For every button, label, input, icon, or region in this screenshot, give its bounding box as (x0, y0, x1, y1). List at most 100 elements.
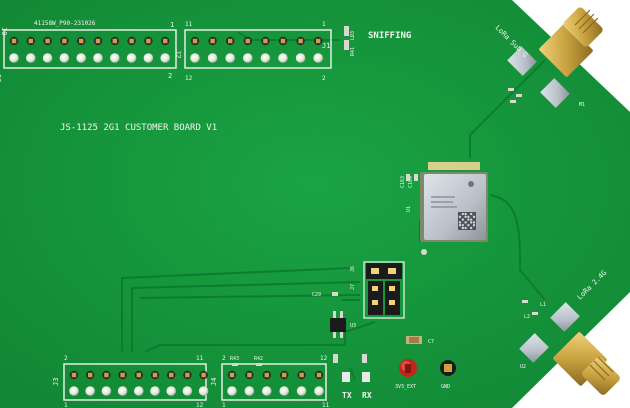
header-pin (160, 53, 170, 63)
j7-ref: J7 (350, 284, 356, 290)
tx-rx-leds (333, 354, 370, 382)
module-qr-dot (470, 218, 473, 221)
header-pin-gold (88, 372, 93, 378)
header-pin (59, 53, 70, 63)
c163-ref: C163 (400, 176, 406, 188)
module-qr-dot (464, 213, 467, 215)
header-pin-gold (169, 372, 174, 378)
j3-pin-bottom-left: 1 (64, 402, 68, 408)
c164-ref: C164 (408, 176, 414, 188)
header-pin-gold (185, 372, 190, 378)
j2-pin-bottom-left: 20 (0, 74, 2, 82)
header-pin (101, 386, 112, 396)
r41-ref: R41 (350, 47, 356, 56)
module-qr-dot (470, 221, 473, 224)
header-pin-gold (28, 38, 33, 44)
header-j1: J1 11 1 12 2 (184, 21, 332, 82)
j1-pin-top-right: 1 (322, 21, 326, 28)
module-qr-dot (464, 227, 467, 229)
header-pin-gold (264, 372, 269, 378)
header-pin-gold (120, 372, 125, 378)
header-pin-gold (316, 38, 321, 44)
j4-pin-bottom-left: 1 (222, 402, 226, 408)
module-qr-dot (459, 224, 461, 227)
module-qr-dot (459, 221, 461, 224)
j1-pin-bottom-right: 2 (322, 75, 326, 82)
j3-pin-top-right: 11 (196, 355, 204, 362)
header-pin (313, 53, 324, 63)
rf-components-24g (522, 300, 538, 315)
header-pin-gold (11, 38, 17, 44)
module-qr-dot (464, 215, 467, 218)
sniffing-label: SNIFFING (368, 31, 411, 41)
header-pin-gold (316, 372, 322, 378)
l1-ref: L1 (540, 302, 546, 308)
rx-label: RX (362, 391, 372, 400)
module-qr-dot (473, 221, 475, 224)
testpoint-3v3 (399, 359, 417, 377)
header-pin-gold (192, 38, 198, 44)
header-pin (198, 386, 209, 396)
header-pin-gold (129, 38, 134, 44)
header-pin (26, 53, 36, 63)
header-pin (243, 53, 253, 63)
module-qr-dot (467, 224, 470, 227)
j2-ref: J2 (174, 50, 182, 58)
header-pin-gold (79, 38, 84, 44)
sma-connector-subg (507, 7, 603, 108)
module-capacitors (406, 174, 427, 255)
r42-ref: R42 (254, 356, 263, 362)
j1-pin-bottom-left: 12 (185, 75, 193, 82)
j3-pin-top-left: 2 (64, 355, 68, 362)
header-pin-gold (95, 38, 101, 44)
header-pin (279, 386, 290, 396)
header-pin (295, 53, 306, 63)
header-pin (85, 386, 95, 396)
module-qr-dot (461, 224, 464, 227)
header-pin-gold (299, 372, 304, 378)
header-pin-gold (280, 38, 286, 44)
header-pin (260, 53, 271, 63)
regulator-u3 (330, 311, 346, 338)
traces (121, 31, 546, 381)
v3v3-label: 3V3_EXT (395, 384, 416, 390)
part-code: 41158W_P90-231026 (34, 20, 96, 27)
header-pin-gold (210, 38, 215, 44)
header-pin (182, 386, 193, 396)
c29-ref: C29 (312, 292, 321, 298)
header-pin (314, 386, 324, 396)
header-pin (9, 53, 19, 63)
header-pin (143, 53, 154, 63)
j2-pin-top-right: 1 (170, 21, 174, 29)
header-pin (126, 53, 137, 63)
header-pin-gold (201, 372, 206, 378)
header-pin-gold (228, 38, 233, 44)
header-pin (134, 386, 144, 396)
led-ld3: LD3 R41 (344, 26, 356, 56)
m1-ref: M1 (579, 102, 585, 108)
pullup-resistors (232, 363, 262, 366)
header-pin (296, 386, 307, 396)
jumper-block (363, 261, 405, 319)
module-qr-dot (464, 221, 467, 224)
header-pin-gold (146, 38, 151, 44)
header-pin-gold (298, 38, 303, 44)
j4-pin-top-right: 12 (320, 355, 328, 362)
u1-ref: U1 (406, 206, 412, 212)
sma-connector-24g (519, 302, 620, 395)
j4-ref: J4 (210, 378, 218, 386)
testpoint-gnd (440, 360, 456, 376)
r43-ref: R43 (230, 356, 239, 362)
header-pin (190, 53, 200, 63)
module-qr-dot (467, 218, 470, 221)
header-pin (117, 386, 128, 396)
header-pin (244, 386, 255, 396)
j4-pin-bottom-right: 11 (322, 402, 330, 408)
j1-pin-top-left: 11 (185, 21, 193, 28)
module-qr-dot (473, 215, 475, 218)
header-pin (227, 386, 237, 396)
module-qr-dot (470, 213, 473, 215)
header-j2: J2 19 1 20 2 (0, 21, 182, 82)
header-pin-gold (229, 372, 235, 378)
